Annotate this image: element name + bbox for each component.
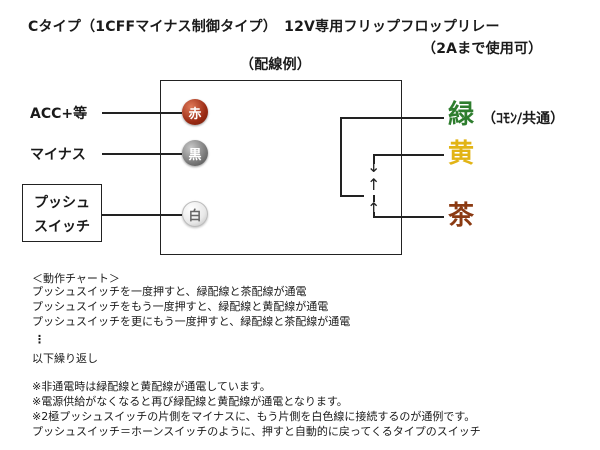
chart-step-3: プッシュスイッチを更にもう一度押すと、緑配線と茶配線が通電 — [32, 315, 351, 328]
output-green-label: 緑 — [448, 100, 475, 130]
diagram-subtitle: （配線例） — [240, 57, 311, 73]
contact-link-line — [373, 195, 375, 202]
push-switch-box — [22, 184, 102, 242]
page-title: Cタイプ（1CFFマイナス制御タイプ） 12V専用フリップフロップリレー — [28, 19, 500, 35]
common-vertical-line — [340, 117, 342, 196]
minus-label: マイナス — [30, 147, 86, 163]
terminal-red-label: 赤 — [188, 106, 202, 122]
minus-wire — [102, 153, 182, 155]
note-2: ※電源供給がなくなると再び緑配線と黄配線が通電となります。 — [32, 395, 348, 408]
note-4: プッシュスイッチ＝ホーンスイッチのように、押すと自動的に戻ってくるタイプのスイッ… — [32, 425, 481, 438]
output-brown-label: 茶 — [448, 201, 475, 231]
chart-header: ＜動作チャート＞ — [32, 272, 120, 285]
common-to-contact-line — [340, 195, 364, 197]
down-arrow-icon: ↓ — [367, 157, 381, 176]
yellow-lead — [373, 154, 375, 164]
chart-step-1: プッシュスイッチを一度押すと、緑配線と茶配線が通電 — [32, 285, 307, 298]
chart-repeat: 以下繰り返し — [32, 352, 98, 365]
output-green-note: （ｺﾓﾝ/共通） — [482, 111, 565, 127]
terminal-white-label: 白 — [188, 208, 202, 224]
terminal-white: 白 — [182, 201, 208, 227]
relay-box — [160, 80, 402, 255]
switch-label-line2: スイッチ — [34, 219, 90, 235]
terminal-black: 黒 — [182, 140, 208, 166]
output-yellow-label: 黄 — [448, 139, 475, 169]
brown-lead — [373, 212, 375, 217]
brown-wire — [373, 216, 444, 218]
chart-ellipsis: ⋮ — [34, 333, 45, 346]
terminal-red: 赤 — [182, 99, 208, 125]
chart-step-2: プッシュスイッチをもう一度押すと、緑配線と黄配線が通電 — [32, 300, 329, 313]
up-arrow-icon-2: ↑ — [367, 199, 381, 218]
up-arrow-icon: ↑ — [367, 175, 381, 194]
switch-wire — [102, 214, 182, 216]
yellow-wire — [373, 154, 444, 156]
acc-label: ACC+等 — [30, 106, 88, 122]
green-wire — [340, 117, 444, 119]
switch-label-line1: プッシュ — [34, 195, 90, 211]
title-capacity-note: （2Aまで使用可） — [422, 41, 543, 57]
note-1: ※非通電時は緑配線と黄配線が通電しています。 — [32, 380, 271, 393]
note-3: ※2極プッシュスイッチの片側をマイナスに、もう片側を白色線に接続するのが通例です… — [32, 410, 476, 423]
terminal-black-label: 黒 — [188, 147, 202, 163]
acc-wire — [102, 112, 182, 114]
